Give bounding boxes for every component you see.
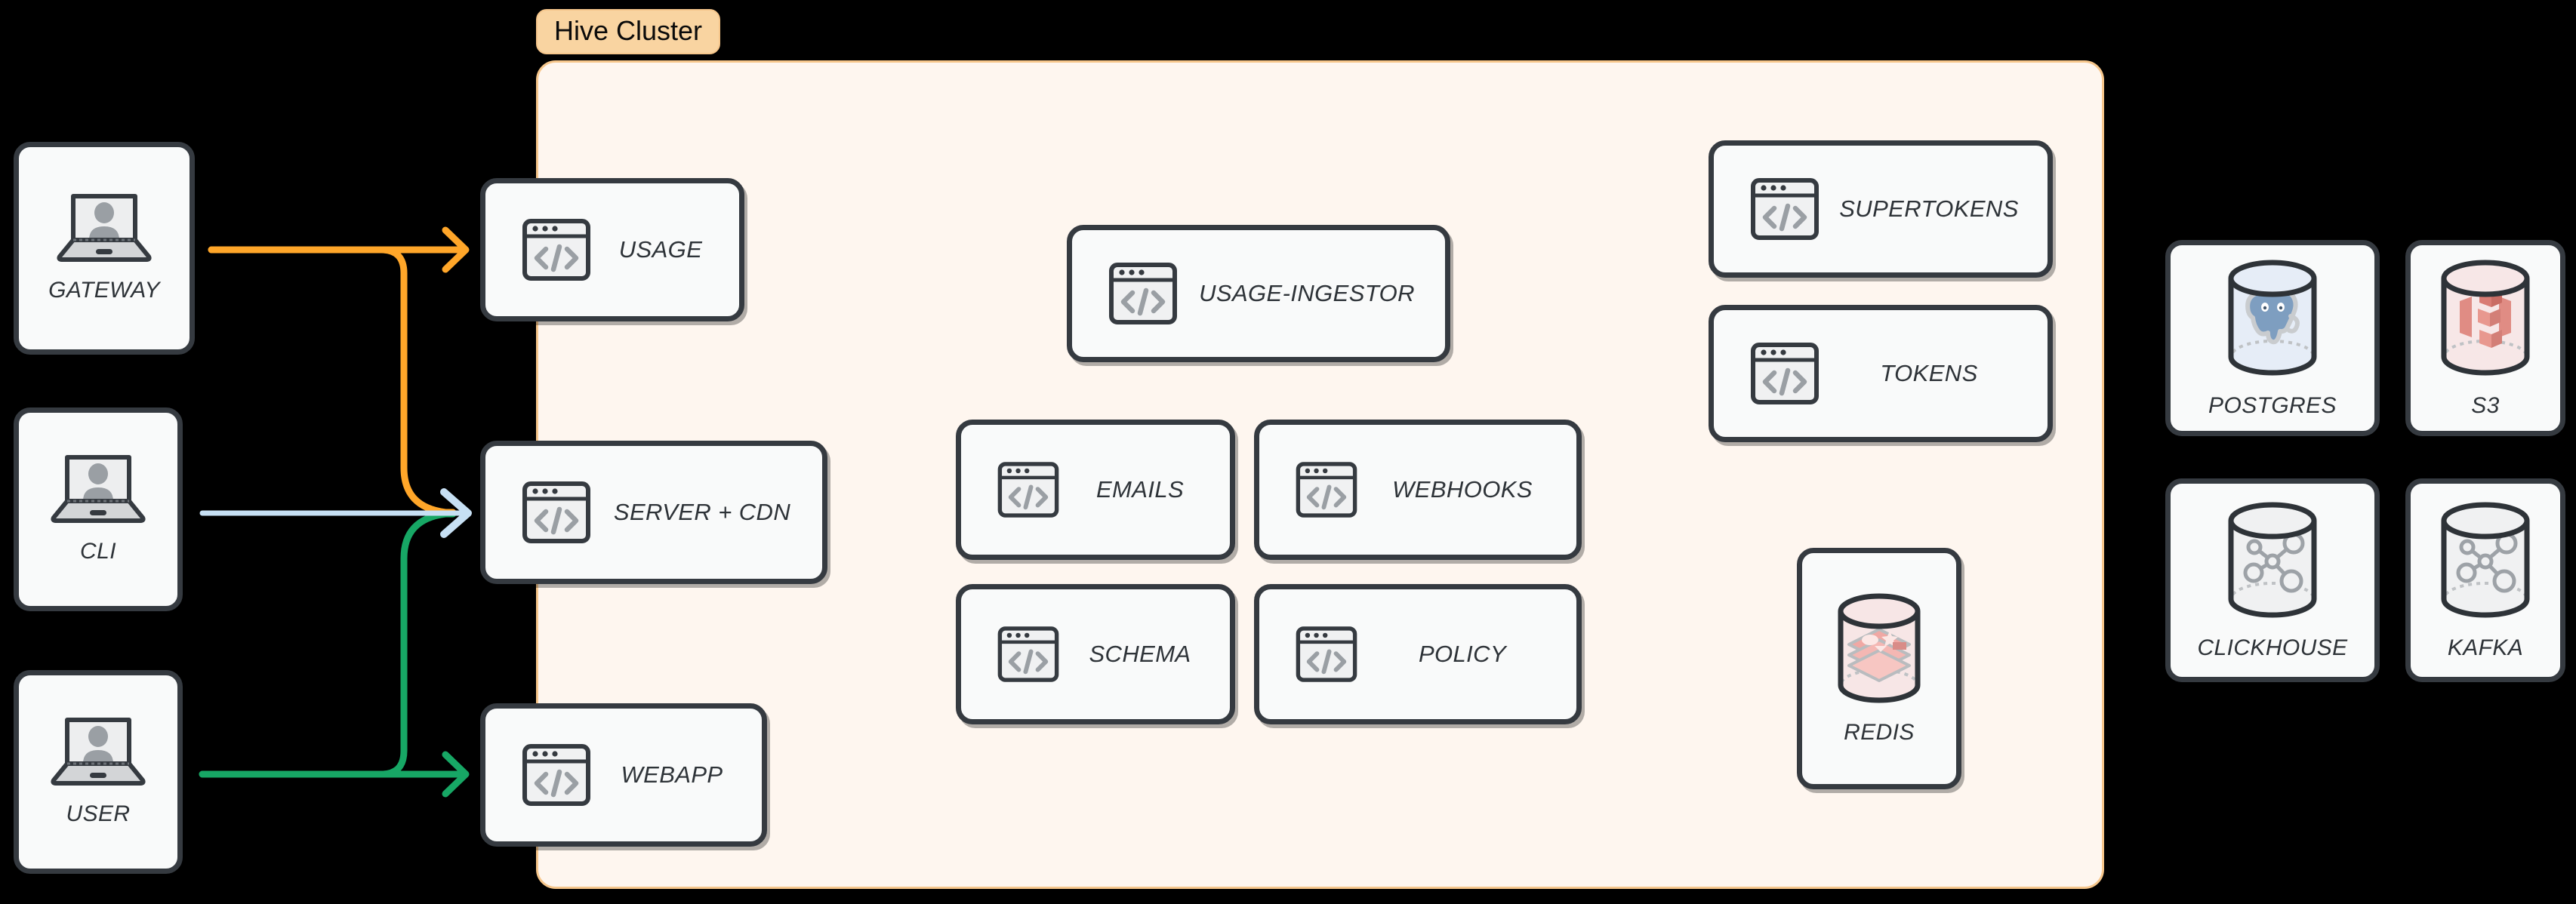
- node-label: USAGE: [618, 236, 703, 263]
- node-webhooks[interactable]: WEBHOOKS: [1254, 420, 1582, 560]
- node-label: REDIS: [1844, 720, 1915, 745]
- node-postgres[interactable]: POSTGRES: [2165, 240, 2380, 436]
- arrowhead-usage: [442, 226, 470, 273]
- code-window-icon: [1749, 173, 1821, 245]
- arrowhead-webapp: [442, 751, 470, 798]
- laptop-user-icon: [55, 193, 153, 263]
- node-usage[interactable]: USAGE: [480, 178, 744, 321]
- node-server-cdn[interactable]: SERVER + CDN: [480, 441, 827, 584]
- code-window-icon: [1107, 257, 1179, 330]
- code-window-icon: [520, 476, 593, 549]
- node-label: SUPERTOKENS: [1839, 195, 2019, 222]
- node-redis[interactable]: REDIS: [1797, 548, 1961, 789]
- code-window-icon: [996, 457, 1061, 522]
- node-gateway[interactable]: GATEWAY: [14, 142, 195, 355]
- node-s3[interactable]: S3: [2405, 240, 2565, 436]
- code-window-icon: [520, 214, 593, 286]
- node-clickhouse[interactable]: CLICKHOUSE: [2165, 478, 2380, 682]
- node-label: GATEWAY: [48, 278, 160, 303]
- redis-cylinder-icon: [1829, 592, 1930, 705]
- network-cylinder-icon: [2216, 500, 2329, 620]
- node-label: TOKENS: [1880, 360, 1978, 386]
- node-label: USAGE-INGESTOR: [1199, 280, 1415, 306]
- node-label: WEBAPP: [621, 761, 723, 788]
- code-window-icon: [996, 622, 1061, 687]
- postgres-cylinder-icon: [2216, 257, 2329, 378]
- connector-user-to-server: [199, 510, 457, 778]
- node-label: EMAILS: [1095, 476, 1185, 503]
- node-webapp[interactable]: WEBAPP: [480, 703, 767, 847]
- node-label: CLI: [80, 539, 116, 564]
- laptop-user-icon: [49, 717, 147, 786]
- node-schema[interactable]: SCHEMA: [956, 584, 1235, 724]
- node-label: S3: [2471, 393, 2500, 418]
- node-cli[interactable]: CLI: [14, 407, 183, 611]
- arrowhead-server-cdn: [440, 488, 472, 538]
- laptop-user-icon: [49, 454, 147, 524]
- hive-cluster-label: Hive Cluster: [536, 9, 721, 54]
- node-user[interactable]: USER: [14, 670, 183, 874]
- node-usage-ingestor[interactable]: USAGE-INGESTOR: [1067, 225, 1450, 362]
- node-policy[interactable]: POLICY: [1254, 584, 1582, 724]
- code-window-icon: [520, 739, 593, 811]
- network-cylinder-icon: [2429, 500, 2542, 620]
- node-label: SCHEMA: [1089, 641, 1191, 667]
- code-window-icon: [1294, 622, 1359, 687]
- node-label: USER: [66, 801, 131, 826]
- connector-gateway-to-usage: [208, 246, 457, 516]
- node-label: POLICY: [1418, 641, 1507, 667]
- node-emails[interactable]: EMAILS: [956, 420, 1235, 560]
- code-window-icon: [1749, 337, 1821, 410]
- node-label: KAFKA: [2447, 635, 2524, 660]
- node-kafka[interactable]: KAFKA: [2405, 478, 2565, 682]
- s3-cylinder-icon: [2429, 257, 2542, 378]
- code-window-icon: [1294, 457, 1359, 522]
- node-supertokens[interactable]: SUPERTOKENS: [1709, 140, 2053, 278]
- node-label: WEBHOOKS: [1392, 476, 1533, 503]
- node-label: SERVER + CDN: [613, 499, 791, 525]
- node-label: POSTGRES: [2208, 393, 2337, 418]
- node-tokens[interactable]: TOKENS: [1709, 305, 2053, 442]
- node-label: CLICKHOUSE: [2197, 635, 2348, 660]
